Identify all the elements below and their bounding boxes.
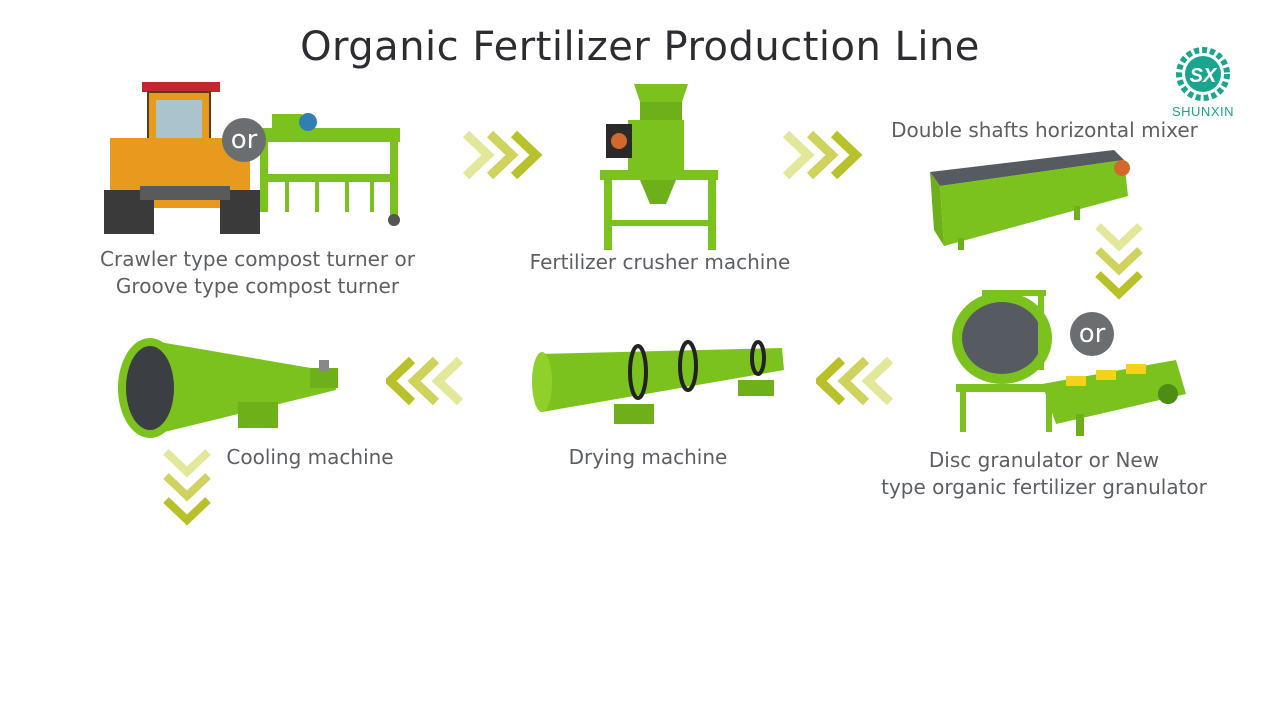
dryer-image (528, 340, 790, 436)
step-label-composting: Crawler type compost turner or Groove ty… (80, 246, 435, 300)
page-title: Organic Fertilizer Production Line (300, 24, 980, 70)
step-label-granulating: Disc granulator or New type organic fert… (866, 447, 1222, 501)
shunxin-logo: SX SHUNXIN (1168, 44, 1238, 124)
flow-arrow-right (782, 130, 866, 180)
flow-arrow-right (462, 130, 546, 180)
step-label-line: Groove type compost turner (115, 274, 400, 298)
flow-arrow-down (1094, 222, 1144, 302)
step-label-line: Fertilizer crusher machine (529, 250, 791, 274)
step-label-line: type organic fertilizer granulator (881, 475, 1207, 499)
step-label-line: Drying machine (568, 445, 728, 469)
compost-turner-image (100, 78, 410, 248)
cooler-image (114, 332, 354, 442)
step-label-drying: Drying machine (540, 444, 756, 471)
step-label-line: Crawler type compost turner or (100, 247, 415, 271)
step-label-mixing: Double shafts horizontal mixer (872, 117, 1217, 144)
step-label-line: Double shafts horizontal mixer (891, 118, 1198, 142)
or-badge-granulator: or (1070, 312, 1114, 356)
crusher-image (592, 80, 728, 256)
logo-mark-text: SX (1190, 65, 1218, 87)
flow-arrow-down (162, 448, 212, 528)
step-label-line: Disc granulator or New (928, 448, 1160, 472)
step-label-cooling: Cooling machine (210, 444, 410, 471)
granulator-image (946, 284, 1192, 444)
step-label-line: Cooling machine (226, 445, 394, 469)
flow-arrow-left (816, 356, 900, 406)
step-label-crushing: Fertilizer crusher machine (500, 249, 820, 276)
or-badge-compost: or (222, 118, 266, 162)
flow-arrow-left (386, 356, 470, 406)
logo-brand-text: SHUNXIN (1171, 104, 1234, 119)
gear-logo-icon: SX (1176, 47, 1230, 101)
mixer-image (924, 146, 1140, 254)
